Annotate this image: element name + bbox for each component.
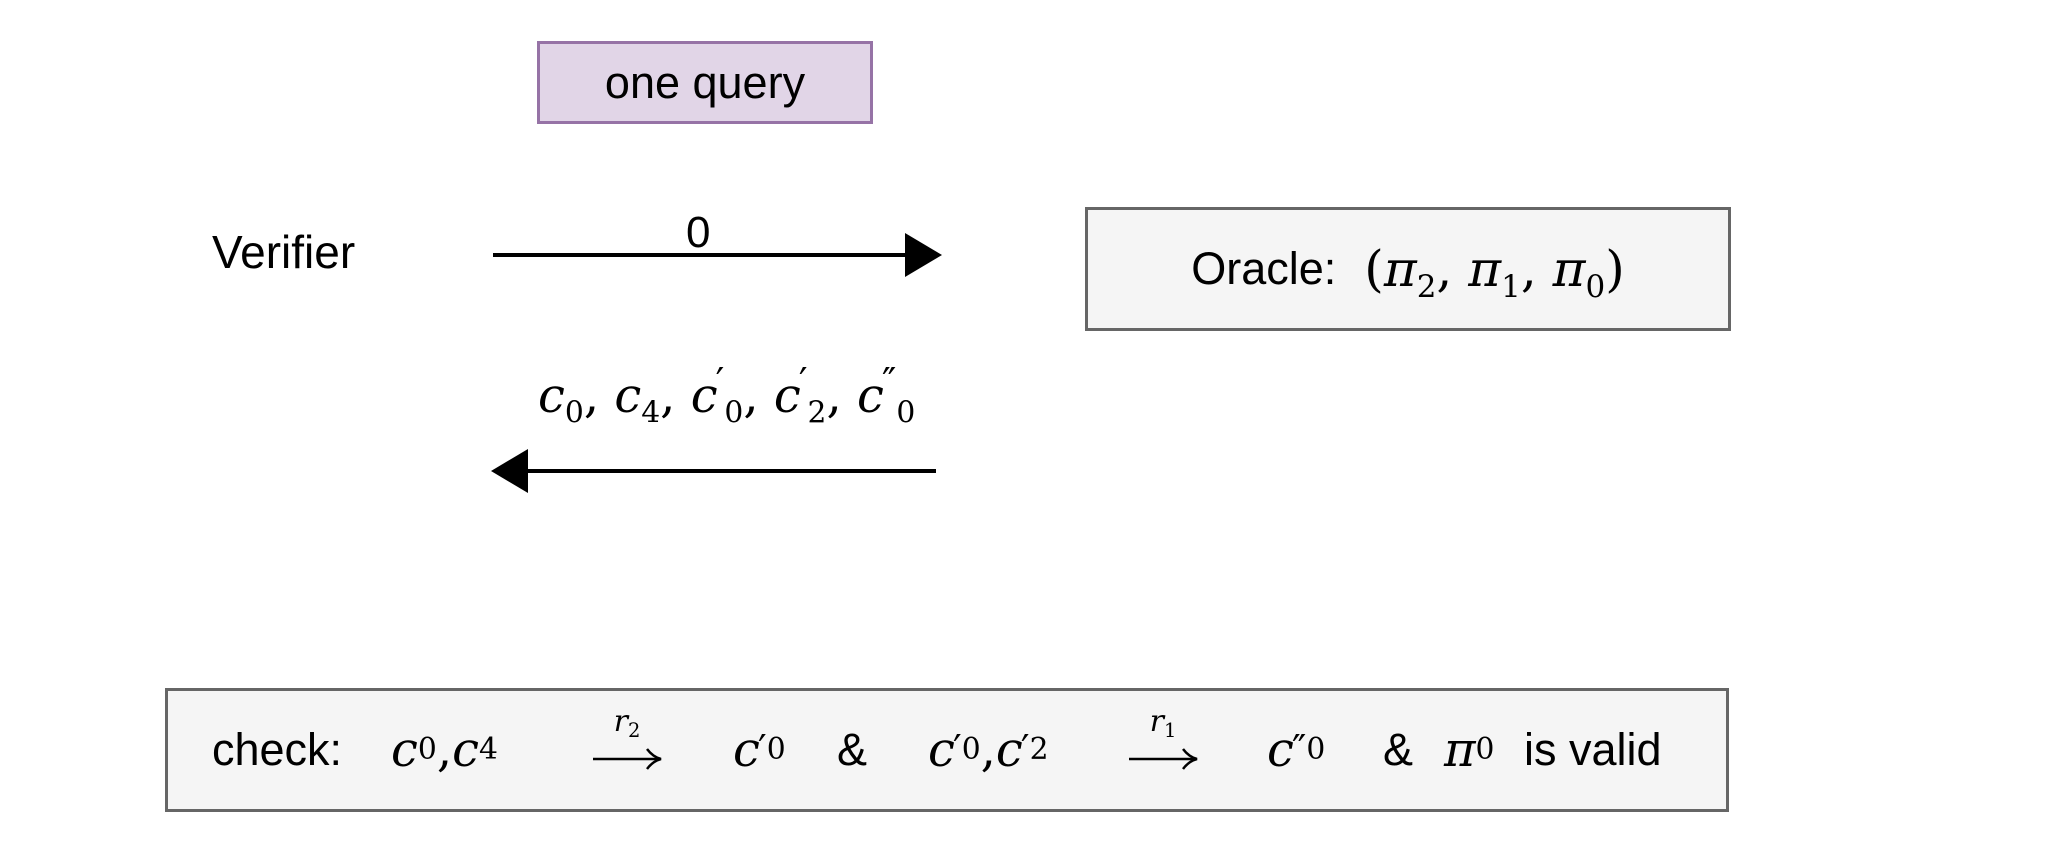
check-conjunction-1: & xyxy=(837,724,868,775)
check-step1-randomness: r2 xyxy=(613,704,641,742)
check-conjunction-2: & xyxy=(1383,724,1414,775)
query-label-box: one query xyxy=(537,41,873,124)
backward-arrow xyxy=(491,449,936,493)
forward-arrow xyxy=(493,233,942,277)
backward-message-label: c0, c4, c′0, c′2, c″0 xyxy=(538,359,916,431)
check-final-text: is valid xyxy=(1524,724,1662,775)
oracle-tuple: (π2, π1, π0) xyxy=(1364,240,1625,305)
check-step2-inputs: c′0, c′2 xyxy=(928,722,1049,778)
check-step1-output: c′0 xyxy=(733,722,786,778)
check-step2-randomness: r1 xyxy=(1149,704,1177,742)
check-step1-arrow: r2 xyxy=(587,705,667,789)
right-arrow-icon xyxy=(593,748,662,770)
check-step2-output: c″0 xyxy=(1267,722,1326,778)
oracle-pi2: π2 xyxy=(1383,240,1437,305)
right-arrow-icon xyxy=(1129,748,1198,770)
oracle-pi1: π1 xyxy=(1468,240,1521,305)
check-step2-arrow: r1 xyxy=(1123,705,1203,789)
check-label: check: xyxy=(212,724,343,775)
oracle-pi0: π0 xyxy=(1552,240,1606,305)
oracle-box: Oracle: (π2, π1, π0) xyxy=(1085,207,1731,331)
forward-message-label: 0 xyxy=(686,208,711,257)
oracle-label: Oracle: xyxy=(1191,243,1337,294)
query-label: one query xyxy=(604,56,806,108)
verifier-label: Verifier xyxy=(212,226,356,278)
